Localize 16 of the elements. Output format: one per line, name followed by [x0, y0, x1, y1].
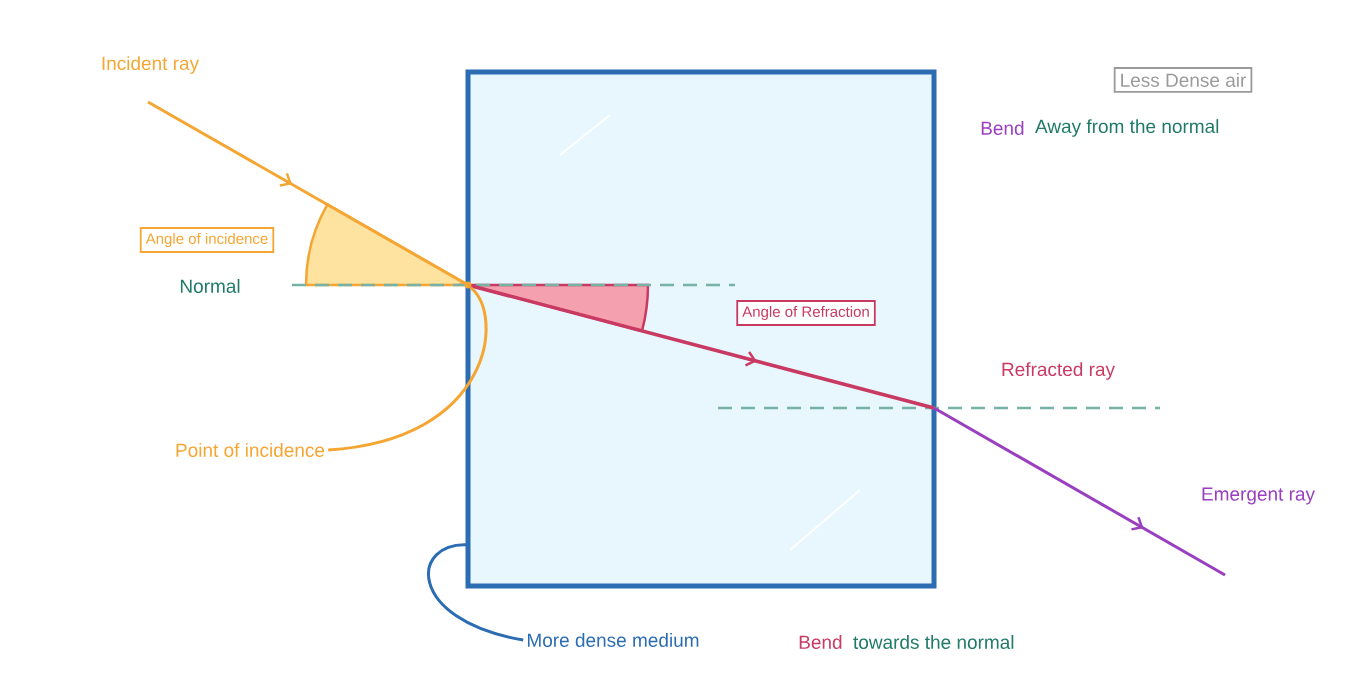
leader-line: [427, 543, 524, 642]
label: Incident ray: [102, 56, 200, 74]
label: towards the normal: [853, 635, 1014, 649]
label: Away from the normal: [1035, 119, 1219, 137]
text-box: Less Dense air: [1113, 67, 1253, 93]
incidence-point: [464, 281, 472, 289]
leader-line: [328, 286, 488, 452]
label: Refracted ray: [1002, 362, 1115, 380]
text-box: Angle of incidence: [139, 227, 275, 253]
label: Normal: [180, 279, 240, 293]
glass-block: [465, 69, 937, 589]
label: Bend: [799, 635, 842, 649]
label: Emergent ray: [1202, 487, 1315, 505]
callout-text: More dense medium: [527, 633, 699, 647]
label: Bend: [981, 121, 1024, 135]
callout-text: Point of incidence: [176, 443, 325, 457]
